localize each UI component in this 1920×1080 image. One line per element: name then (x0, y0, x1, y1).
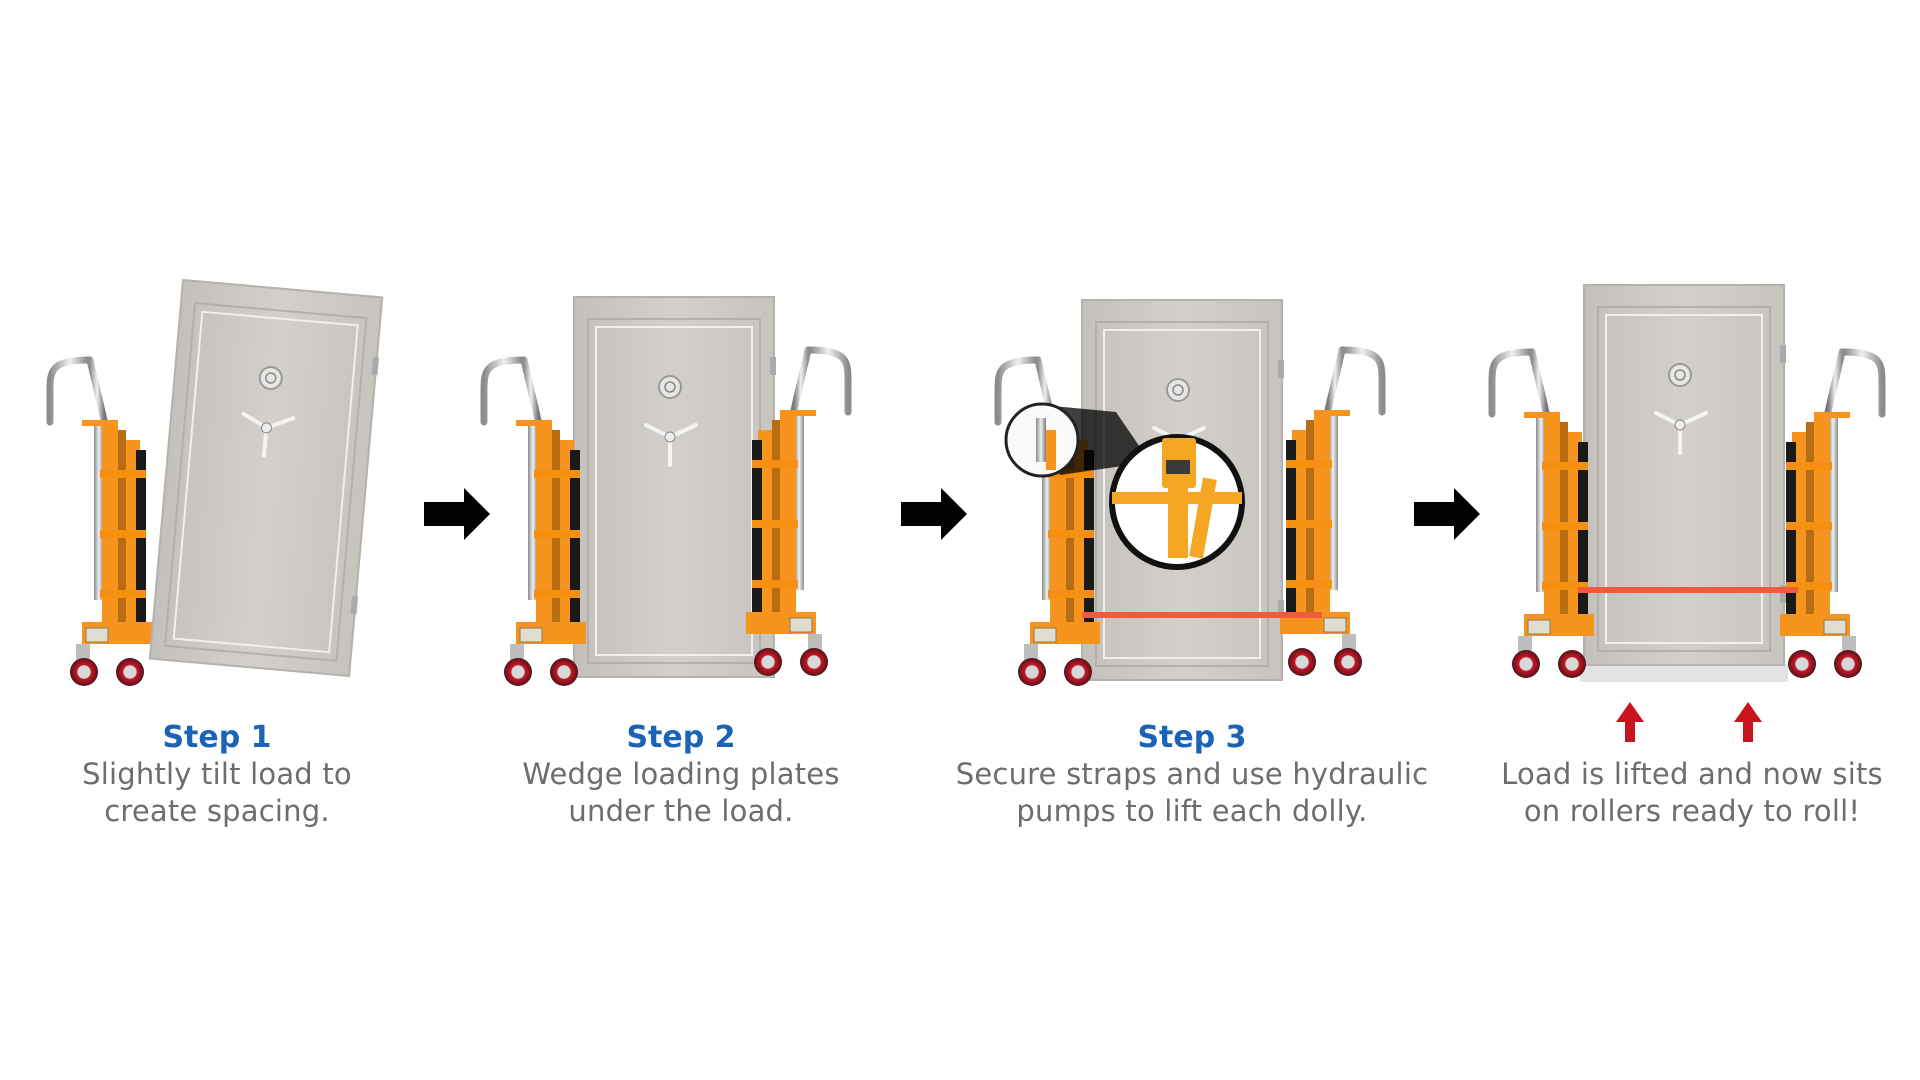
step3-caption: Step 3 Secure straps and use hydraulic p… (932, 720, 1452, 830)
right-arrow-icon (901, 488, 967, 540)
magnifier-icon (1004, 402, 1245, 570)
step3-illustration (998, 298, 1382, 686)
step2-illustration (484, 295, 848, 686)
step4-caption: Load is lifted and now sits on rollers r… (1432, 720, 1920, 830)
dolly-left-1 (50, 360, 152, 686)
safe-2 (572, 295, 778, 679)
step-text-line1: Wedge loading plates (522, 757, 840, 791)
step-text-line2: pumps to lift each dolly. (1016, 794, 1368, 828)
safe-1 (147, 278, 387, 679)
dolly-left-4 (1492, 352, 1594, 678)
dolly-right-3 (1280, 350, 1382, 676)
step-text-line2: create spacing. (104, 794, 330, 828)
safe-4 (1582, 283, 1788, 667)
dolly-right-4 (1780, 352, 1882, 678)
step-text-line1: Secure straps and use hydraulic (955, 757, 1429, 791)
step-title: Step 2 (626, 720, 736, 755)
strap (1082, 612, 1322, 618)
step2-caption: Step 2 Wedge loading plates under the lo… (421, 720, 941, 830)
step1-illustration (50, 278, 387, 686)
right-arrow-icon (1414, 488, 1480, 540)
step-text-line2: on rollers ready to roll! (1523, 794, 1861, 828)
step-text-line1: Slightly tilt load to (82, 757, 352, 791)
dolly-left-2 (484, 360, 586, 686)
right-arrow-icon (424, 488, 490, 540)
step1-caption: Step 1 Slightly tilt load to create spac… (0, 720, 477, 830)
step-title (1432, 720, 1920, 756)
step-title: Step 1 (162, 720, 272, 755)
strap (1578, 587, 1798, 593)
step-text-line1: Load is lifted and now sits (1501, 757, 1883, 791)
step-title: Step 3 (1137, 720, 1247, 755)
step4-illustration (1492, 283, 1882, 742)
step-text-line2: under the load. (568, 794, 794, 828)
